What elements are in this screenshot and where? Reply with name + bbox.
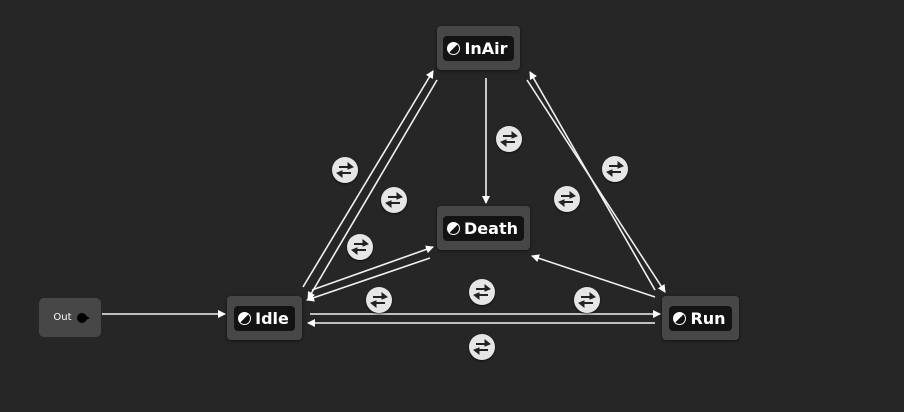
transition-rule-death-idle-icon[interactable] xyxy=(366,287,392,313)
state-run[interactable]: Run xyxy=(662,296,739,340)
state-death[interactable]: Death xyxy=(437,206,530,250)
wire-idle-inair xyxy=(302,70,434,288)
state-label: Death xyxy=(464,218,518,238)
transition-rule-inair-run-icon[interactable] xyxy=(554,186,580,212)
entry-node[interactable]: Out xyxy=(39,298,101,337)
transition-rule-run-idle-icon[interactable] xyxy=(469,334,495,360)
state-icon xyxy=(238,311,252,325)
transition-rule-inair-idle-icon[interactable] xyxy=(381,187,407,213)
entry-label: Out xyxy=(53,312,72,323)
state-icon xyxy=(673,311,687,325)
state-icon xyxy=(447,41,461,55)
transition-rule-inair-death-icon[interactable] xyxy=(496,126,522,152)
transition-rule-idle-run-icon[interactable] xyxy=(469,279,495,305)
state-label: Idle xyxy=(255,308,289,328)
output-pin-icon[interactable] xyxy=(76,312,90,323)
wire-idle-death xyxy=(311,245,434,291)
wire-death-idle xyxy=(306,257,431,302)
transition-rule-idle-death-icon[interactable] xyxy=(347,234,373,260)
wire-inair-idle xyxy=(307,79,438,300)
wire-run-death xyxy=(531,254,656,298)
state-icon xyxy=(447,221,461,235)
wire-inair-run xyxy=(526,79,666,293)
transition-rule-run-inair-icon[interactable] xyxy=(602,156,628,182)
transition-rule-run-death-icon[interactable] xyxy=(574,287,600,313)
state-idle[interactable]: Idle xyxy=(227,296,302,340)
state-label: InAir xyxy=(464,38,508,58)
state-inair[interactable]: InAir xyxy=(437,26,520,70)
transition-rule-idle-inair-icon[interactable] xyxy=(332,157,358,183)
state-label: Run xyxy=(690,308,726,328)
